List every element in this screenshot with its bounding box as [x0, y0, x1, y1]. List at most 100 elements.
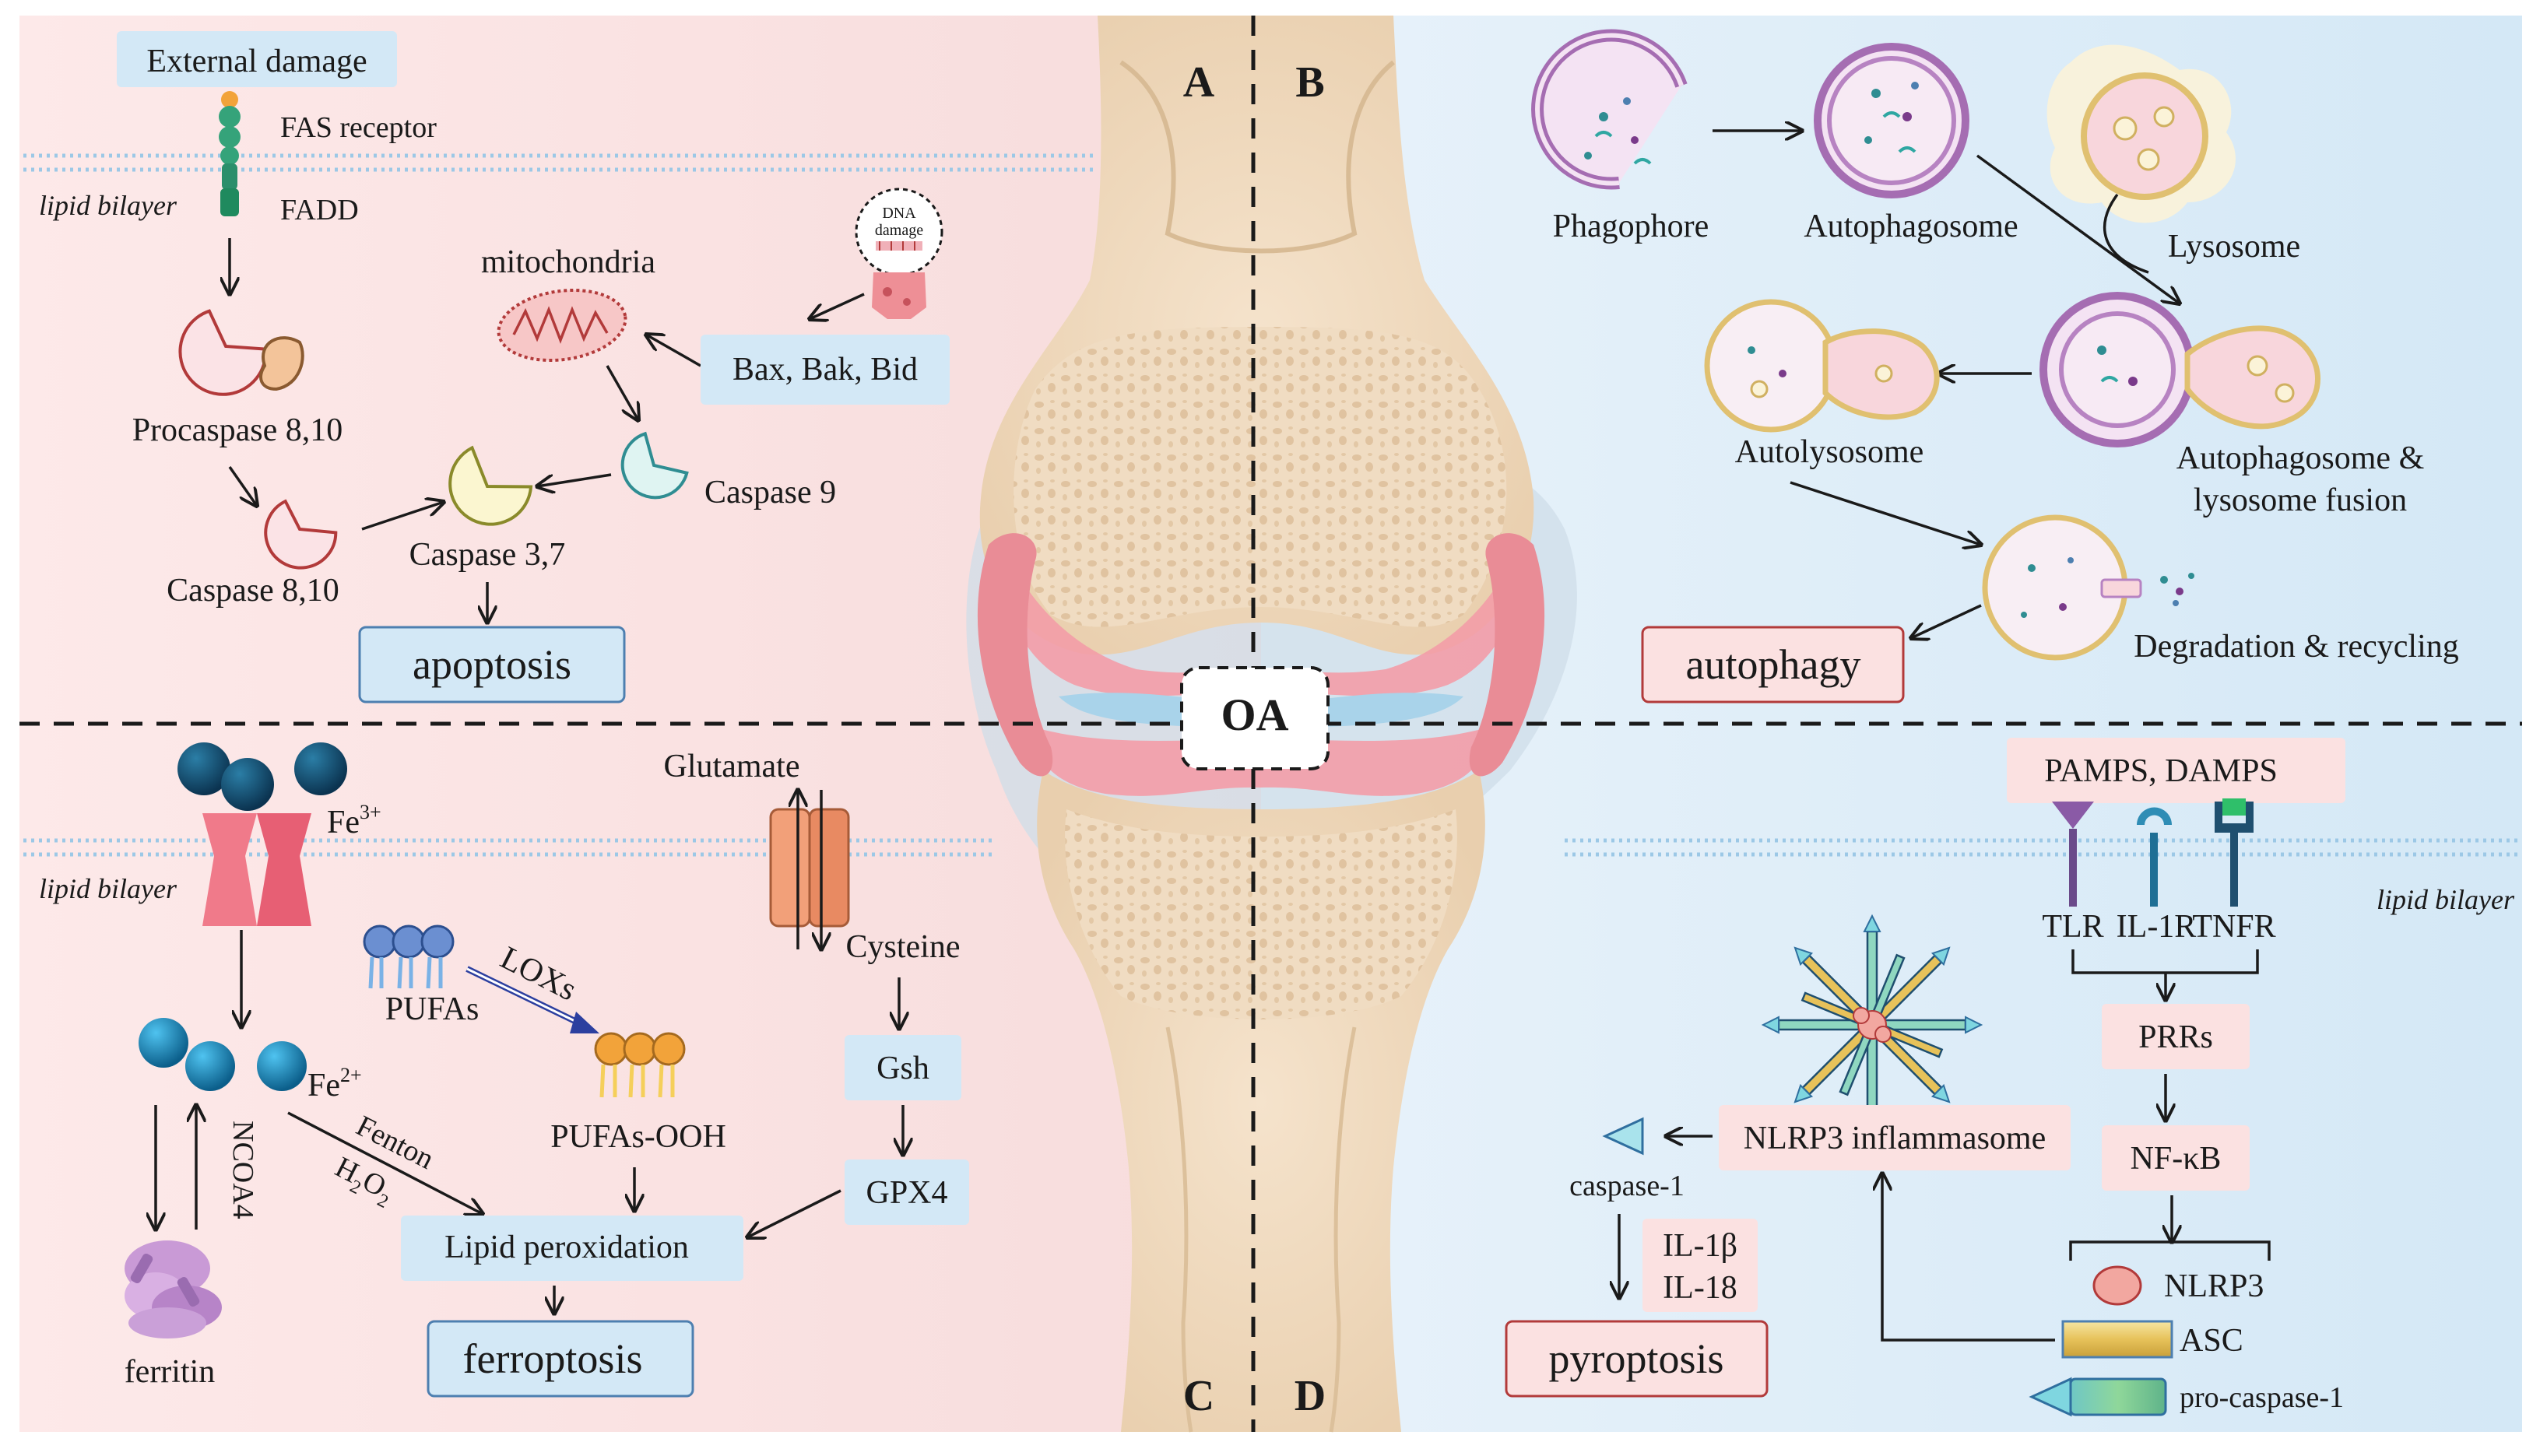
- fas-receptor-icon: [219, 91, 241, 216]
- procaspase-label: Procaspase 8,10: [132, 412, 343, 448]
- procaspase-icon: [178, 309, 304, 396]
- il1r-receptor-icon: [2137, 807, 2172, 907]
- apoptosis-box: [358, 626, 626, 703]
- il1r-label: IL-1R: [2117, 909, 2197, 945]
- fe3-ion-1: [177, 742, 230, 795]
- glutamate-transporter-icon: [769, 808, 850, 928]
- fusion-icon: [2039, 292, 2320, 447]
- nlrp3-inflammasome-label: NLRP3 inflammasome: [1744, 1121, 2046, 1156]
- ferroptosis-box: [427, 1320, 694, 1398]
- tlr-receptor-icon: [2052, 802, 2094, 907]
- caspase-9-icon: [620, 431, 689, 500]
- fadd-label: FADD: [280, 194, 359, 226]
- ncoa4-label: NCOA4: [227, 1121, 259, 1219]
- external-damage-label: External damage: [146, 44, 367, 79]
- procaspase1-label: pro-caspase-1: [2180, 1381, 2344, 1414]
- mitochondria-label: mitochondria: [481, 244, 655, 280]
- lipid-bilayer-label-d: lipid bilayer: [2377, 884, 2515, 915]
- panel-letter-c: C: [1183, 1372, 1214, 1420]
- il1b-label: IL-1β: [1663, 1228, 1737, 1264]
- dna-damage-icon: [855, 188, 943, 319]
- fe2-ion-1: [139, 1018, 188, 1068]
- fusion-label-1: Autophagosome &: [2176, 440, 2424, 476]
- bax-bak-bid-label: Bax, Bak, Bid: [732, 352, 918, 388]
- tlr-label: TLR: [2042, 909, 2103, 945]
- cysteine-label: Cysteine: [846, 929, 961, 965]
- asc-icon: [2061, 1320, 2173, 1359]
- external-damage-box: [117, 31, 397, 87]
- pufas-label: PUFAs: [385, 991, 480, 1027]
- il18-label: IL-18: [1663, 1270, 1737, 1306]
- gpx4-box: [845, 1160, 969, 1225]
- apoptosis-label: apoptosis: [413, 641, 571, 688]
- gsh-label: Gsh: [877, 1051, 929, 1086]
- inflammasome-icon: [1761, 914, 1983, 1136]
- fas-receptor-label: FAS receptor: [280, 111, 437, 144]
- panel-b-autophagy: Phagophore Autophagosome Lysosome: [1531, 29, 2459, 703]
- panel-letter-d: D: [1295, 1372, 1326, 1420]
- glutamate-label: Glutamate: [664, 749, 800, 784]
- nlrp3-label: NLRP3: [2164, 1268, 2264, 1304]
- panel-c-ferroptosis: Fe3+ lipid bilayer Fe2+ NCOA4 ferritin F…: [23, 742, 996, 1398]
- fe3-label: Fe3+: [327, 801, 381, 840]
- ferritin-label: ferritin: [125, 1354, 216, 1390]
- oa-label-box: [1180, 666, 1330, 770]
- panel-a-apoptosis: External damage FAS receptor lipid bilay…: [23, 31, 1098, 703]
- degradation-label: Degradation & recycling: [2134, 629, 2459, 665]
- nlrp3-inflammasome-box: [1719, 1105, 2071, 1170]
- dna-label: DNA: [882, 205, 916, 222]
- pyroptosis-label: pyroptosis: [1548, 1335, 1723, 1382]
- phagophore-icon: [1531, 29, 1688, 190]
- panel-letter-a: A: [1183, 58, 1215, 107]
- fe3-ion-2: [221, 758, 274, 811]
- caspase1-label: caspase-1: [1569, 1170, 1685, 1202]
- bax-bak-bid-box: [701, 335, 950, 405]
- caspase-810-icon: [264, 499, 338, 570]
- pufas-ooh-icon: [594, 1032, 686, 1098]
- fe3-ion-3: [294, 742, 347, 795]
- pufas-ooh-label: PUFAs-OOH: [550, 1119, 726, 1155]
- fe2-label: Fe2+: [307, 1064, 362, 1103]
- pamps-label: PAMPS, DAMPS: [2044, 753, 2278, 789]
- gsh-box: [845, 1035, 961, 1100]
- fe2-ion-2: [185, 1041, 235, 1091]
- damage-label: damage: [875, 222, 923, 239]
- caspase-810-label: Caspase 8,10: [167, 573, 339, 609]
- pyroptosis-box: [1505, 1320, 1769, 1398]
- lysosome-icon: [2046, 44, 2236, 223]
- mitochondria-icon: [497, 288, 627, 363]
- oa-label: OA: [1221, 689, 1289, 740]
- fusion-label-2: lysosome fusion: [2194, 482, 2407, 518]
- autophagosome-label: Autophagosome: [1804, 209, 2018, 244]
- lipid-peroxidation-label: Lipid peroxidation: [444, 1230, 689, 1265]
- caspase-37-icon: [448, 445, 533, 526]
- knee-joint-illustration: [966, 16, 1577, 1433]
- autolysosome-icon: [1704, 299, 1940, 433]
- nlrp3-icon: [2092, 1265, 2142, 1306]
- prrs-label: PRRs: [2138, 1019, 2213, 1055]
- tnfr-receptor-icon: [2215, 798, 2254, 907]
- il-box: [1642, 1219, 1758, 1312]
- caspase-9-label: Caspase 9: [704, 475, 836, 510]
- fe2-ion-3: [257, 1041, 307, 1091]
- degradation-icon: [1982, 514, 2194, 661]
- lipid-bilayer-label-a: lipid bilayer: [39, 190, 177, 221]
- tnfr-label: TNFR: [2192, 909, 2275, 945]
- asc-label: ASC: [2180, 1323, 2243, 1359]
- ferritin-icon: [125, 1240, 222, 1338]
- gpx4-label: GPX4: [866, 1175, 947, 1211]
- procaspase1-icon: [2029, 1377, 2167, 1417]
- phagophore-label: Phagophore: [1553, 209, 1709, 244]
- autophagosome-icon: [1814, 43, 1969, 198]
- panel-letter-b: B: [1295, 58, 1324, 107]
- nfkb-label: NF-κB: [2131, 1141, 2222, 1177]
- caspase-37-label: Caspase 3,7: [409, 537, 566, 573]
- panel-d-pyroptosis: PAMPS, DAMPS lipid bilayer TLR IL-1R TNF…: [1505, 738, 2521, 1417]
- prrs-box: [2102, 1004, 2250, 1069]
- nfkb-box: [2102, 1125, 2250, 1191]
- lipid-bilayer-label-c: lipid bilayer: [39, 873, 177, 904]
- iron-transporter-icon: [202, 813, 311, 926]
- h2o2-label: H2O2: [328, 1151, 400, 1212]
- lipid-peroxidation-box: [401, 1216, 743, 1281]
